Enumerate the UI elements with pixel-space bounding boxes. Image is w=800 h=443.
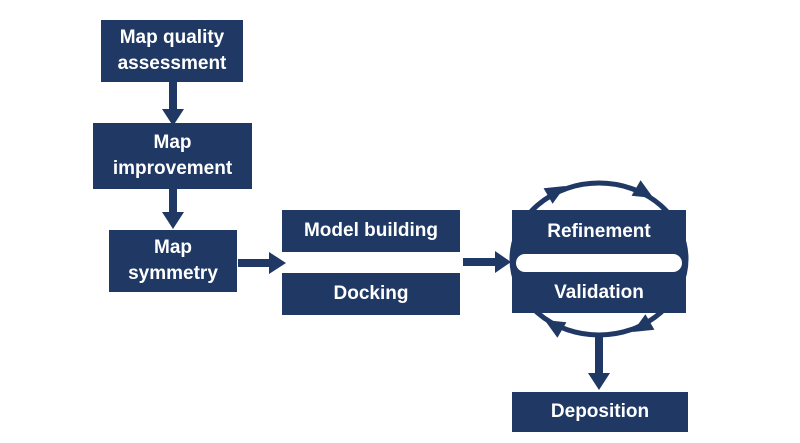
- cycle-arrowhead-top-left-icon: [543, 186, 566, 204]
- node-validation-label: Validation: [554, 281, 644, 303]
- node-map-quality-assessment-label: Map quality assessment: [117, 27, 227, 74]
- node-refinement-label: Refinement: [547, 221, 651, 242]
- node-model-building-label: Model building: [303, 220, 439, 242]
- cycle-arrowhead-bottom-left-icon: [544, 320, 567, 338]
- node-map-symmetry: Map symmetry: [109, 230, 237, 292]
- arrow-map-quality-to-map-improvement: [162, 82, 184, 126]
- cycle-arrowhead-bottom-right-icon: [632, 314, 655, 332]
- arrowhead-down-icon: [162, 212, 184, 229]
- divider-band: [516, 254, 682, 272]
- arrow-refinement-validation-to-deposition: [588, 334, 610, 390]
- node-refinement: Refinement: [512, 210, 686, 254]
- cycle-arrowhead-top-right-icon: [631, 180, 654, 198]
- node-validation: Validation: [512, 272, 686, 313]
- arrowhead-right-icon: [269, 252, 286, 274]
- node-docking-label: Docking: [333, 283, 409, 305]
- arrowhead-down-icon: [588, 373, 610, 390]
- arrowhead-right-icon: [495, 251, 511, 273]
- arrow-map-symmetry-to-model-building-docking: [238, 252, 286, 274]
- node-map-quality-assessment: Map quality assessment: [101, 20, 243, 82]
- arrow-model-building-docking-to-refinement-validation: [463, 251, 511, 273]
- node-docking: Docking: [282, 273, 460, 315]
- node-model-building: Model building: [282, 210, 460, 252]
- node-map-symmetry-label: Map symmetry: [128, 237, 218, 284]
- node-refinement-validation-block: Refinement Validation: [512, 210, 686, 313]
- arrow-map-improvement-to-map-symmetry: [162, 189, 184, 229]
- node-map-improvement: Map improvement: [93, 123, 252, 189]
- node-map-improvement-label: Map improvement: [112, 132, 233, 179]
- node-deposition-label: Deposition: [550, 401, 650, 423]
- node-deposition: Deposition: [512, 392, 688, 432]
